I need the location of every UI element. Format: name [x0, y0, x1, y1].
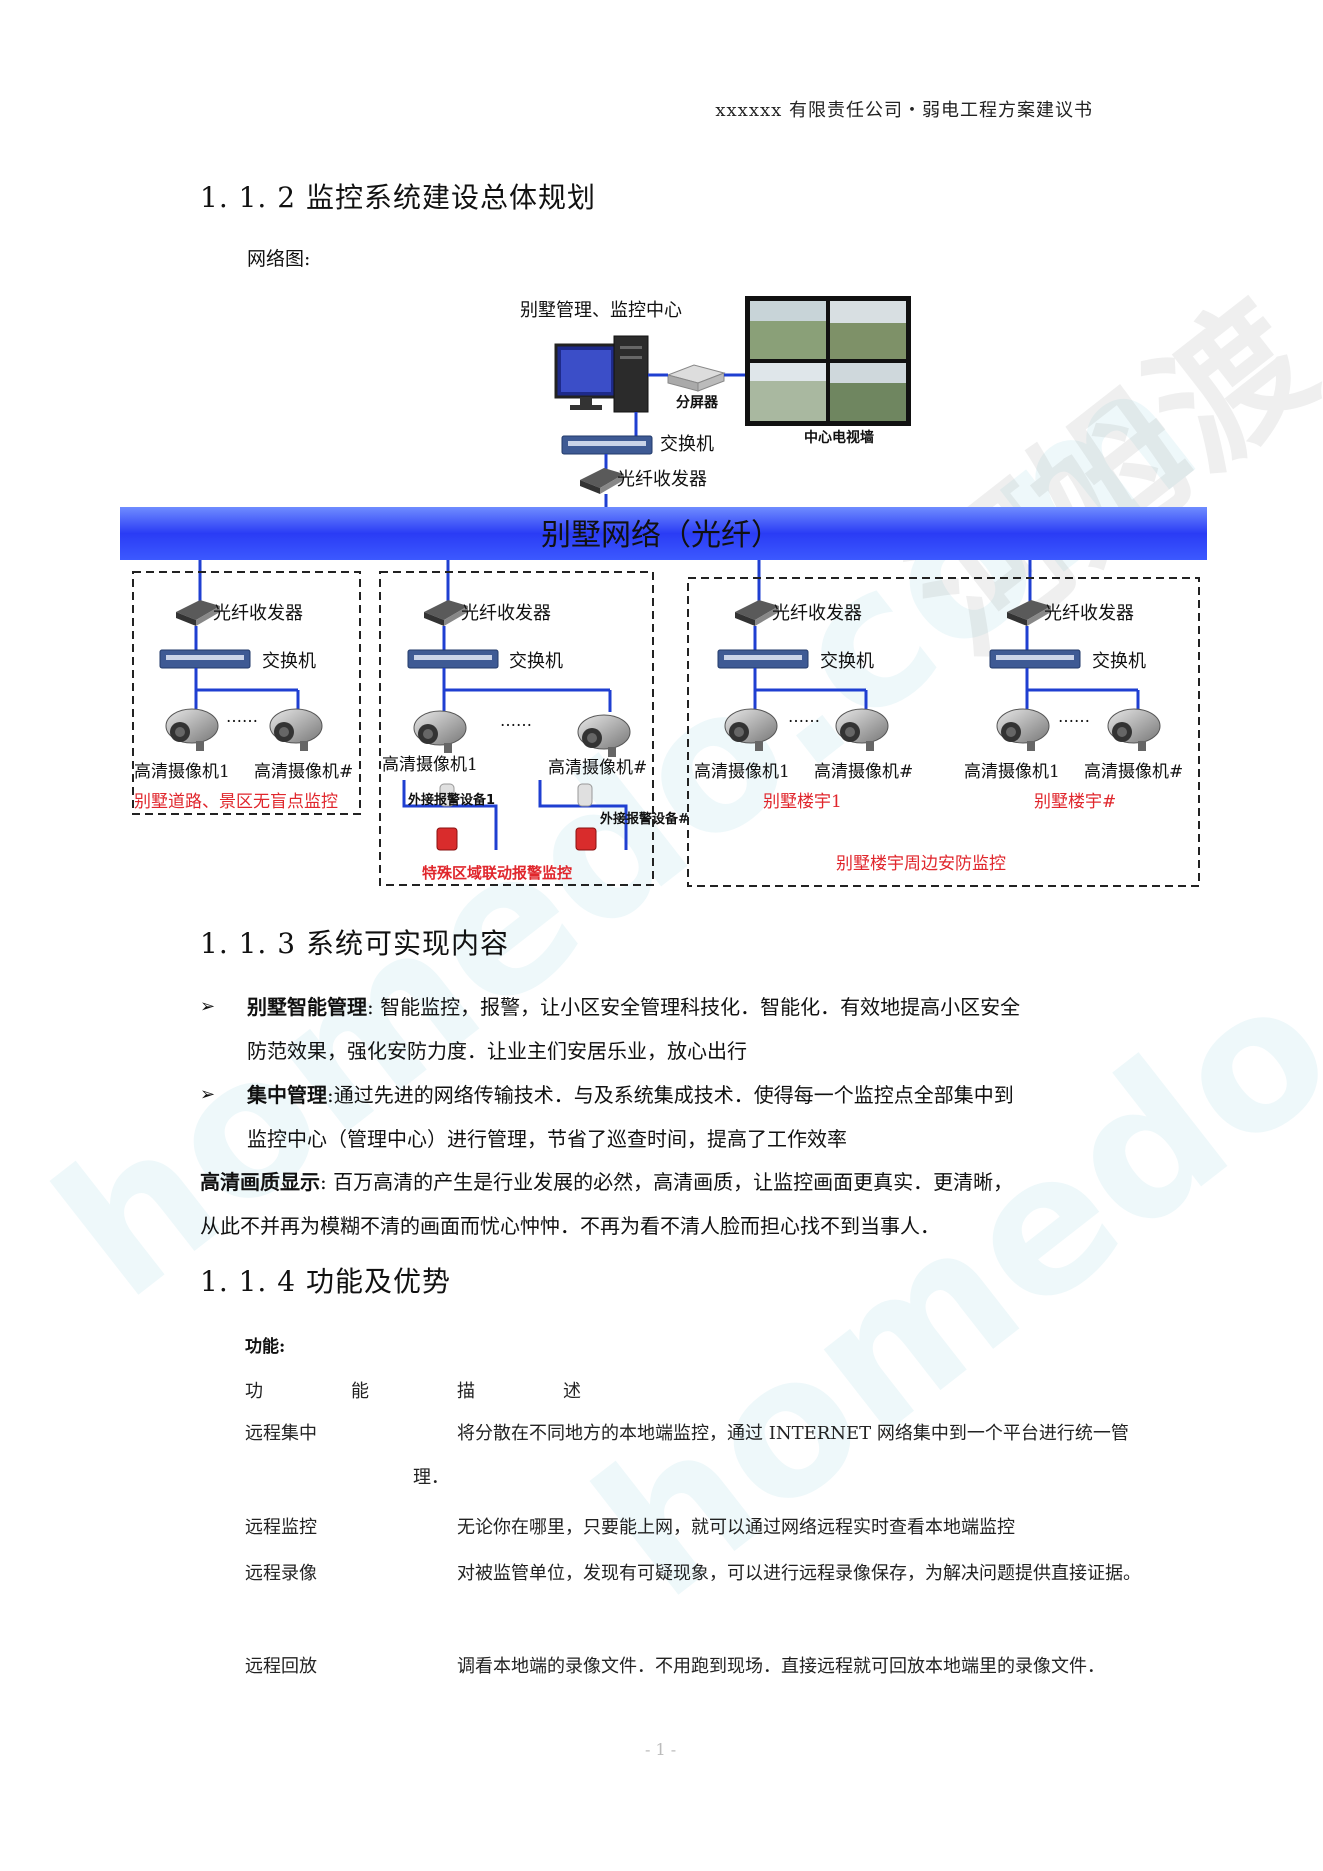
- zone3b-building-label: 别墅楼宇#: [1034, 792, 1116, 812]
- zone2-transceiver-icon: [424, 600, 468, 626]
- zone2-camera1-label: 高清摄像机1: [382, 755, 478, 775]
- zone1-label: 别墅道路、景区无盲点监控: [134, 792, 338, 812]
- backbone-label: 别墅网络（光纤）: [541, 518, 781, 553]
- zone-box-1: [132, 571, 361, 815]
- zone2-sensor-1-icon: [439, 783, 455, 807]
- monitor-icon: [554, 343, 618, 410]
- zone3-label: 别墅楼宇周边安防监控: [836, 854, 1006, 874]
- hd-text-2: 从此不并再为模糊不清的画面而忧心忡忡．不再为看不清人脸而担心找不到当事人．: [200, 1214, 940, 1238]
- arrow-bullet-icon: ➢: [200, 1084, 216, 1105]
- bullet-text: 智能监控，报警，让小区安全管理科技化．智能化．有效地提高小区安全: [380, 995, 1021, 1019]
- function-desc: 将分散在不同地方的本地端监控，通过 INTERNET 网络集中到一个平台进行统一…: [413, 1423, 1129, 1488]
- center-title: 别墅管理、监控中心: [520, 300, 682, 321]
- zone1-switch-icon: [159, 649, 251, 669]
- zone1-switch-label: 交换机: [262, 651, 316, 672]
- function-row: 远程集中 将分散在不同地方的本地端监控，通过 INTERNET 网络集中到一个平…: [245, 1412, 1145, 1500]
- zone3b-cameraN-icon: [1107, 708, 1161, 752]
- zone1-transceiver-icon: [176, 600, 220, 626]
- feature-bullets: ➢ 别墅智能管理: 智能监控，报警，让小区安全管理科技化．智能化．有效地提高小区…: [200, 985, 1140, 1161]
- section-title-1-1-3: 1. 1. 3 系统可实现内容: [200, 927, 509, 960]
- bullet-sep: :: [327, 1083, 334, 1107]
- zone2-dots: ……: [500, 711, 532, 730]
- splitter-icon: [666, 364, 726, 392]
- function-name: 远程监控: [245, 1517, 317, 1538]
- bullet-item: ➢ 集中管理:通过先进的网络传输技术．与及系统集成技术．使得每一个监控点全部集中…: [200, 1073, 1140, 1161]
- header-cell: 述: [563, 1381, 581, 1402]
- function-desc: 无论你在哪里，只要能上网，就可以通过网络远程实时查看本地端监控: [457, 1517, 1015, 1538]
- bullet-sep: :: [367, 995, 381, 1019]
- arrow-bullet-icon: ➢: [200, 996, 216, 1017]
- zone3b-camera1-icon: [996, 708, 1050, 752]
- hd-paragraph: 高清画质显示: 百万高清的产生是行业发展的必然，高清画质，让监控画面更真实．更清…: [200, 1160, 1160, 1248]
- function-name: 远程集中: [245, 1423, 317, 1444]
- functions-title: 功能:: [245, 1337, 286, 1357]
- functions-header: 功能描述: [245, 1377, 669, 1403]
- bullet-title: 集中管理: [247, 1083, 327, 1107]
- zone1-camera1-icon: [165, 708, 219, 752]
- zone2-camera1-icon: [413, 710, 467, 754]
- hd-text: 百万高清的产生是行业发展的必然，高清画质，让监控画面更真实．更清晰，: [333, 1170, 1014, 1194]
- zone1-cameraN-label: 高清摄像机#: [254, 762, 353, 782]
- header-cell: 能: [351, 1381, 369, 1402]
- bullet-title: 别墅智能管理: [247, 995, 367, 1019]
- zone3b-cameraN-label: 高清摄像机#: [1084, 762, 1183, 782]
- zone1-transceiver-label: 光纤收发器: [213, 603, 303, 624]
- header-cell: 功: [245, 1381, 263, 1402]
- zone3b-switch-label: 交换机: [1092, 651, 1146, 672]
- bullet-text-2: 监控中心（管理中心）进行管理，节省了巡查时间，提高了工作效率: [247, 1127, 847, 1151]
- zone3b-camera1-label: 高清摄像机1: [964, 762, 1060, 782]
- zone1-dots: ……: [226, 707, 258, 726]
- pc-tower-icon: [613, 335, 649, 413]
- splitter-label: 分屏器: [676, 395, 719, 411]
- function-desc: 对被监管单位，发现有可疑现象，可以进行远程录像保存，为解决问题提供直接证据。: [457, 1563, 1141, 1584]
- network-caption: 网络图:: [247, 248, 311, 270]
- function-name: 远程录像: [245, 1563, 317, 1584]
- function-row: 远程监控 无论你在哪里，只要能上网，就可以通过网络远程实时查看本地端监控: [245, 1506, 1145, 1550]
- function-name: 远程回放: [245, 1656, 317, 1677]
- top-transceiver-label: 光纤收发器: [617, 469, 707, 490]
- zone1-cameraN-icon: [269, 708, 323, 752]
- zone2-switch-icon: [407, 649, 499, 669]
- section-title-1-1-2: 1. 1. 2 监控系统建设总体规划: [200, 181, 596, 214]
- video-wall-label: 中心电视墙: [804, 429, 874, 446]
- header-cell: 描: [457, 1381, 475, 1402]
- section-title-1-1-4: 1. 1. 4 功能及优势: [200, 1265, 451, 1298]
- hd-sep: :: [320, 1170, 334, 1194]
- zone3b-dots: ……: [1058, 707, 1090, 726]
- zone2-switch-label: 交换机: [509, 651, 563, 672]
- bullet-text-2: 防范效果，强化安防力度．让业主们安居乐业，放心出行: [247, 1039, 747, 1063]
- zone2-transceiver-label: 光纤收发器: [461, 603, 551, 624]
- function-row: 远程录像 对被监管单位，发现有可疑现象，可以进行远程录像保存，为解决问题提供直接…: [245, 1552, 1145, 1596]
- video-wall: [745, 296, 911, 426]
- function-desc: 调看本地端的录像文件．不用跑到现场．直接远程就可回放本地端里的录像文件．: [457, 1656, 1105, 1677]
- top-transceiver-icon: [580, 468, 624, 494]
- page-header: xxxxxx 有限责任公司・弱电工程方案建议书: [715, 100, 1093, 121]
- hd-title: 高清画质显示: [200, 1170, 320, 1194]
- bullet-text: 通过先进的网络传输技术．与及系统集成技术．使得每一个监控点全部集中到: [333, 1083, 1014, 1107]
- top-switch-label: 交换机: [660, 434, 714, 455]
- function-row: 远程回放 调看本地端的录像文件．不用跑到现场．直接远程就可回放本地端里的录像文件…: [245, 1645, 1145, 1689]
- zone1-camera1-label: 高清摄像机1: [134, 762, 230, 782]
- bullet-item: ➢ 别墅智能管理: 智能监控，报警，让小区安全管理科技化．智能化．有效地提高小区…: [200, 985, 1140, 1073]
- page-number: - 1 -: [645, 1740, 677, 1759]
- top-switch-icon: [561, 435, 653, 455]
